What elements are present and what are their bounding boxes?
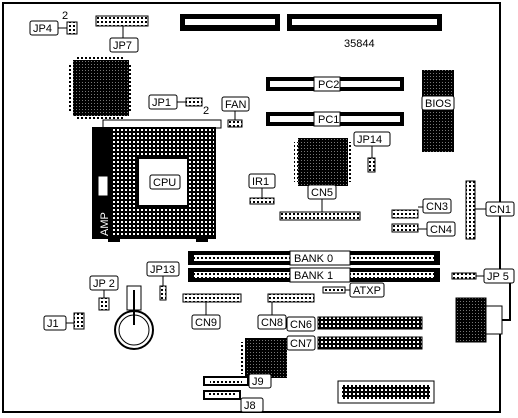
cn3-label: CN3 [426,201,448,213]
cn6-connector: CN6 [286,316,423,332]
cn5-connector: CN5 [279,184,361,221]
j8-label: J8 [244,400,256,412]
expansion-pins [337,380,435,404]
chipset [298,138,348,186]
jp13-label: JP13 [150,264,175,276]
battery [114,285,154,350]
chip-upper-left [73,60,129,116]
io-chip [245,338,287,378]
fan-connector: FAN [221,96,250,128]
atxp-label: ATXP [353,285,381,297]
ir1-connector: IR1 [248,173,276,205]
atxp-connector: ATXP [322,282,385,298]
cn4-connector: CN4 [391,221,456,237]
cn7-connector: CN7 [286,335,423,351]
cn7-label: CN7 [290,338,312,350]
cn1-connector: CN1 [465,180,515,240]
cn4-label: CN4 [430,224,452,236]
j9-label: J9 [252,376,264,388]
j8-connector: J8 [203,390,264,413]
jp1-label: JP1 [152,97,171,109]
cn8-label: CN8 [261,317,283,329]
jp1-jumper: JP1 2 [148,94,209,117]
jp2-jumper: JP 2 [89,275,119,311]
pc1-label: PC1 [318,114,339,126]
j9-connector: J9 [203,373,272,389]
pc2-slot: PC2 [266,76,404,92]
cn9-connector: CN9 [182,293,242,330]
jp4-jumper: JP4 2 [29,10,78,36]
ir1-label: IR1 [252,176,269,188]
cn9-label: CN9 [195,317,217,329]
bios-chip: BIOS [421,70,455,152]
cn3-connector: CN3 [391,198,452,219]
bank0-slot: BANK 0 [188,250,440,266]
fan-label: FAN [225,99,246,111]
pc2-label: PC2 [318,79,339,91]
jp5-jumper: JP 5 [451,268,515,284]
cpu-socket: AMP CPU [92,119,222,242]
j1-jumper: J1 [43,312,85,331]
model-number: 35844 [344,38,375,50]
cn8-connector: CN8 [257,293,315,330]
jp13-jumper: JP13 [146,261,180,301]
board-outline [2,2,511,413]
jp14-label: JP14 [357,134,382,146]
bank1-label: BANK 1 [294,270,333,282]
jp4-pin-label: 2 [62,10,68,22]
jp1-pin-label: 2 [203,105,209,117]
cpu-label: CPU [153,177,176,189]
jp14-jumper: JP14 [353,131,391,173]
bank0-label: BANK 0 [294,253,333,265]
jp5-label: JP 5 [487,271,509,283]
cn5-label: CN5 [311,187,333,199]
bank1-slot: BANK 1 [188,267,440,283]
rear-port-connector [455,297,487,343]
pc1-slot: PC1 [266,111,404,127]
bios-label: BIOS [425,98,451,110]
jp2-label: JP 2 [93,278,115,290]
jp7-header: JP7 [95,15,149,53]
j1-label: J1 [47,318,59,330]
amp-label: AMP [99,212,111,236]
jp7-label: JP7 [113,40,132,52]
cn1-label: CN1 [489,204,511,216]
cn6-label: CN6 [290,319,312,331]
jp4-label: JP4 [33,23,52,35]
